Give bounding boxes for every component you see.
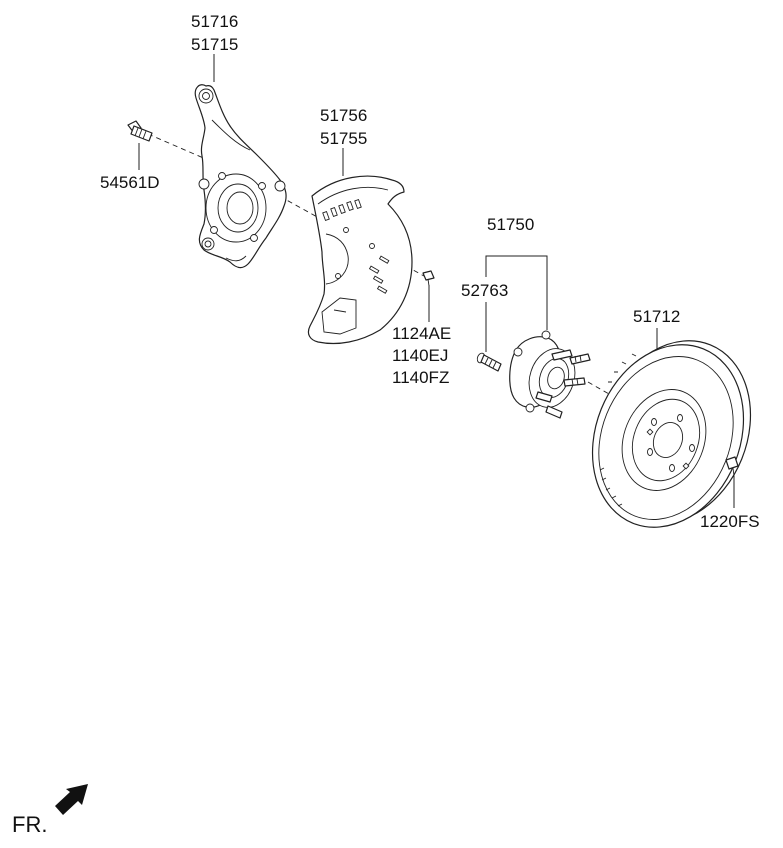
label-hub-assembly[interactable]: 51750 xyxy=(487,215,534,234)
label-knuckle-51715[interactable]: 51715 xyxy=(191,35,238,54)
front-marker: FR. xyxy=(12,784,88,837)
label-cover-screw-1140fz[interactable]: 1140FZ xyxy=(392,368,449,387)
brake-disc-part xyxy=(591,340,752,528)
label-cover-screw-1140ej[interactable]: 1140EJ xyxy=(392,346,448,365)
hub-bolt-part xyxy=(476,352,502,372)
leader-hub-assembly xyxy=(485,255,548,330)
steering-knuckle-part xyxy=(194,84,287,269)
label-cover-screw-1124ae[interactable]: 1124AE xyxy=(392,324,451,343)
assembly-axis-1 xyxy=(147,133,209,161)
label-disc-screw[interactable]: 1220FS xyxy=(700,512,760,531)
front-arrow-icon xyxy=(55,784,88,815)
label-disc[interactable]: 51712 xyxy=(633,307,680,326)
cover-screw-part xyxy=(422,270,435,287)
dust-cover-part xyxy=(307,175,413,345)
knuckle-bolt-part xyxy=(127,120,153,142)
label-knuckle-51716[interactable]: 51716 xyxy=(191,12,238,31)
label-knuckle-bolt[interactable]: 54561D xyxy=(100,173,160,192)
hub-assembly-part xyxy=(509,330,591,419)
label-dust-cover-51756[interactable]: 51756 xyxy=(320,106,367,125)
front-marker-label: FR. xyxy=(12,812,47,837)
label-dust-cover-51755[interactable]: 51755 xyxy=(320,129,367,148)
label-hub-bolt[interactable]: 52763 xyxy=(461,281,508,300)
disc-screw-part xyxy=(725,456,739,477)
